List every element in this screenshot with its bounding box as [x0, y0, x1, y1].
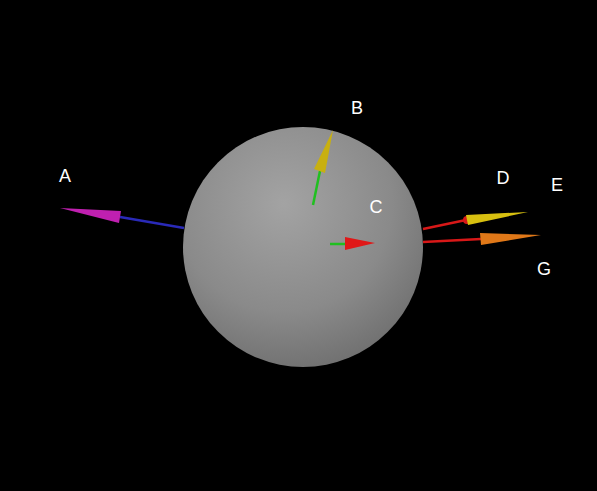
vector-head	[60, 208, 121, 223]
vector-label: E	[551, 176, 563, 194]
label-anchor: D	[497, 169, 510, 187]
label-anchor: G	[537, 260, 551, 278]
vector-shaft	[423, 220, 466, 229]
label-anchor: B	[351, 99, 363, 117]
vector-label: C	[370, 198, 383, 216]
label-anchor: A	[59, 167, 71, 185]
vector-shaft	[120, 217, 184, 228]
vector-label: B	[351, 99, 363, 117]
sphere	[183, 127, 423, 367]
label-anchor: E	[551, 176, 563, 194]
vector-shaft	[313, 171, 320, 205]
vector-shaft	[330, 243, 346, 246]
vector-label: D	[497, 169, 510, 187]
vector-shaft	[423, 239, 481, 242]
vector-head	[466, 212, 528, 225]
vector-head	[314, 130, 333, 173]
vector-label: G	[537, 260, 551, 278]
label-anchor: C	[370, 198, 383, 216]
vector-head	[480, 233, 541, 245]
vector-label: A	[59, 167, 71, 185]
vector-head	[345, 237, 375, 250]
